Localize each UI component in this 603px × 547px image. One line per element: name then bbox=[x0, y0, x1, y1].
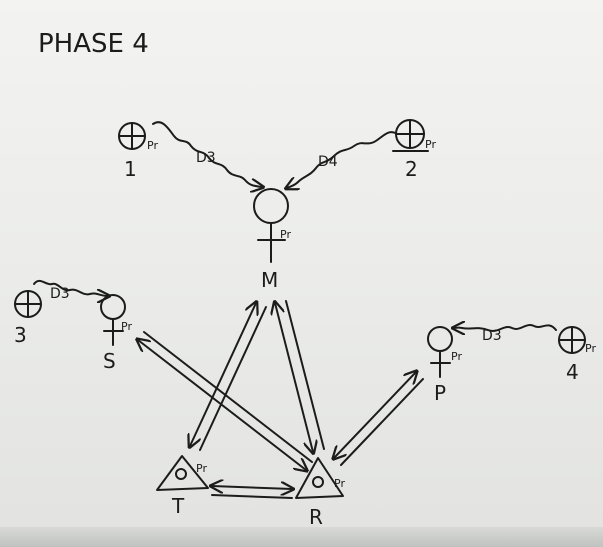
node-s-mark: Pr bbox=[121, 320, 132, 333]
connection-m-r bbox=[275, 301, 325, 452]
node-2: Pr 2 bbox=[392, 119, 436, 181]
connection-t-r bbox=[212, 486, 292, 499]
node-r-mark: Pr bbox=[334, 477, 345, 490]
node-s-label: S bbox=[103, 349, 116, 373]
node-s: Pr S bbox=[100, 294, 132, 373]
node-t: Pr T bbox=[156, 455, 209, 518]
diagram-title: PHASE 4 bbox=[38, 29, 149, 59]
node-m-symbol bbox=[253, 188, 289, 224]
transfer-n2-to-m: D4 bbox=[287, 131, 398, 188]
node-3: 3 bbox=[14, 290, 42, 347]
node-r-symbol bbox=[295, 457, 344, 499]
node-2-label: 2 bbox=[405, 157, 418, 181]
node-1-label: 1 bbox=[124, 157, 137, 181]
transfer-n3-label: D3 bbox=[50, 286, 70, 302]
node-m-label: M bbox=[261, 268, 278, 292]
node-p-label: P bbox=[434, 381, 446, 405]
node-2-mark: Pr bbox=[425, 138, 436, 151]
node-m-mark: Pr bbox=[280, 228, 291, 241]
node-s-symbol bbox=[100, 294, 126, 320]
node-r: Pr R bbox=[295, 457, 345, 529]
node-t-label: T bbox=[171, 494, 185, 518]
paper-fold bbox=[0, 527, 603, 547]
node-1: Pr 1 bbox=[118, 122, 158, 181]
node-m: Pr M bbox=[253, 188, 291, 292]
connection-s-r bbox=[138, 331, 313, 470]
node-4: Pr 4 bbox=[558, 326, 596, 384]
node-1-mark: Pr bbox=[147, 139, 158, 152]
transfer-n2-label: D4 bbox=[318, 154, 338, 170]
connection-p-r bbox=[334, 372, 424, 466]
node-3-label: 3 bbox=[14, 323, 27, 347]
transfer-n1-label: D3 bbox=[196, 150, 216, 166]
transfer-n4-to-p: D3 bbox=[454, 325, 557, 344]
transfer-n1-to-m: D3 bbox=[152, 121, 262, 187]
node-p-mark: Pr bbox=[451, 350, 462, 363]
transfer-n4-label: D3 bbox=[482, 328, 502, 344]
node-p: Pr P bbox=[427, 326, 462, 405]
node-4-label: 4 bbox=[566, 360, 579, 384]
transfer-n3-to-s: D3 bbox=[33, 279, 108, 302]
node-t-mark: Pr bbox=[196, 462, 207, 475]
node-p-symbol bbox=[427, 326, 453, 352]
node-r-label: R bbox=[309, 505, 323, 529]
node-4-mark: Pr bbox=[585, 342, 596, 355]
